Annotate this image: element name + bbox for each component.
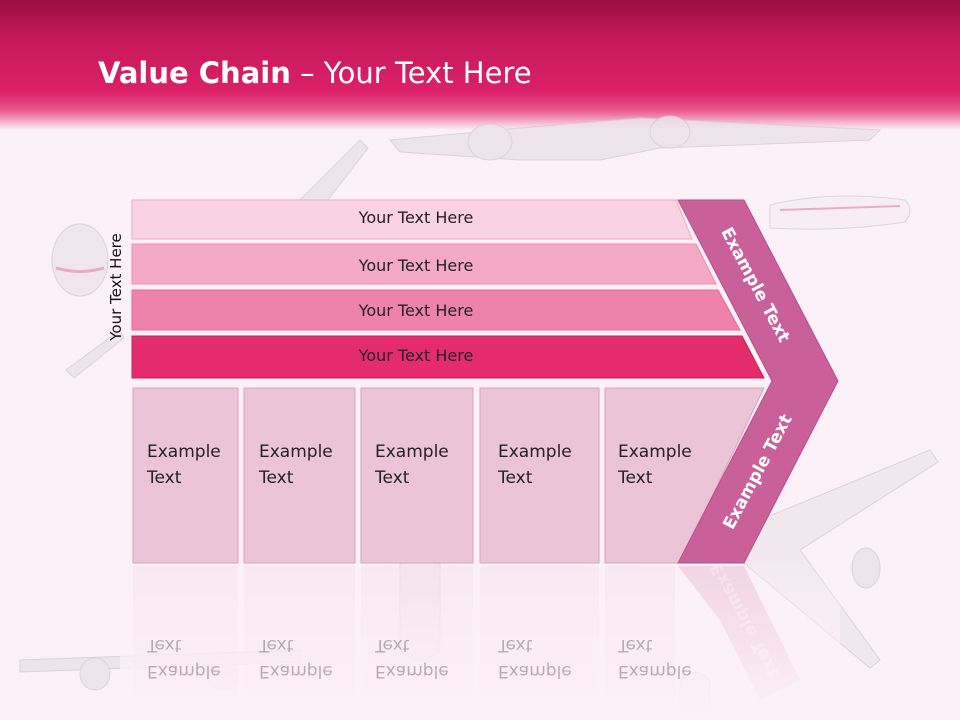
box-3-text: Example Text (375, 442, 449, 488)
bar-1-label: Your Text Here (358, 208, 474, 227)
box-2-text: Example Text (259, 442, 333, 488)
box-1 (132, 387, 239, 564)
bar-1 (131, 199, 693, 240)
slide-title: Value Chain – Your Text Here (98, 56, 532, 90)
header-bar (0, 0, 960, 130)
chevron-arrow (677, 199, 839, 564)
box-2 (243, 387, 356, 564)
box-5-text: Example Text (618, 442, 692, 488)
bar-3-label: Your Text Here (358, 301, 474, 320)
box-4-reflection: Example Text (498, 635, 572, 681)
reflection-fade (120, 565, 840, 720)
box-4-text: Example Text (498, 442, 572, 488)
value-chain-boxes (132, 387, 765, 564)
bar-4 (131, 335, 765, 379)
box-1-reflection: Example Text (147, 635, 221, 681)
bar-2 (131, 243, 717, 285)
box-3 (360, 387, 474, 564)
box-5-reflection: Example Text (618, 635, 692, 681)
box-3-reflection: Example Text (375, 635, 449, 681)
box-4 (479, 387, 600, 564)
value-chain-bars (131, 199, 765, 379)
bar-4-label: Your Text Here (358, 346, 474, 365)
bar-3 (131, 289, 741, 331)
side-label: Your Text Here (107, 233, 125, 341)
bar-2-label: Your Text Here (358, 256, 474, 275)
box-1-text: Example Text (147, 442, 221, 488)
box-2-reflection: Example Text (259, 635, 333, 681)
